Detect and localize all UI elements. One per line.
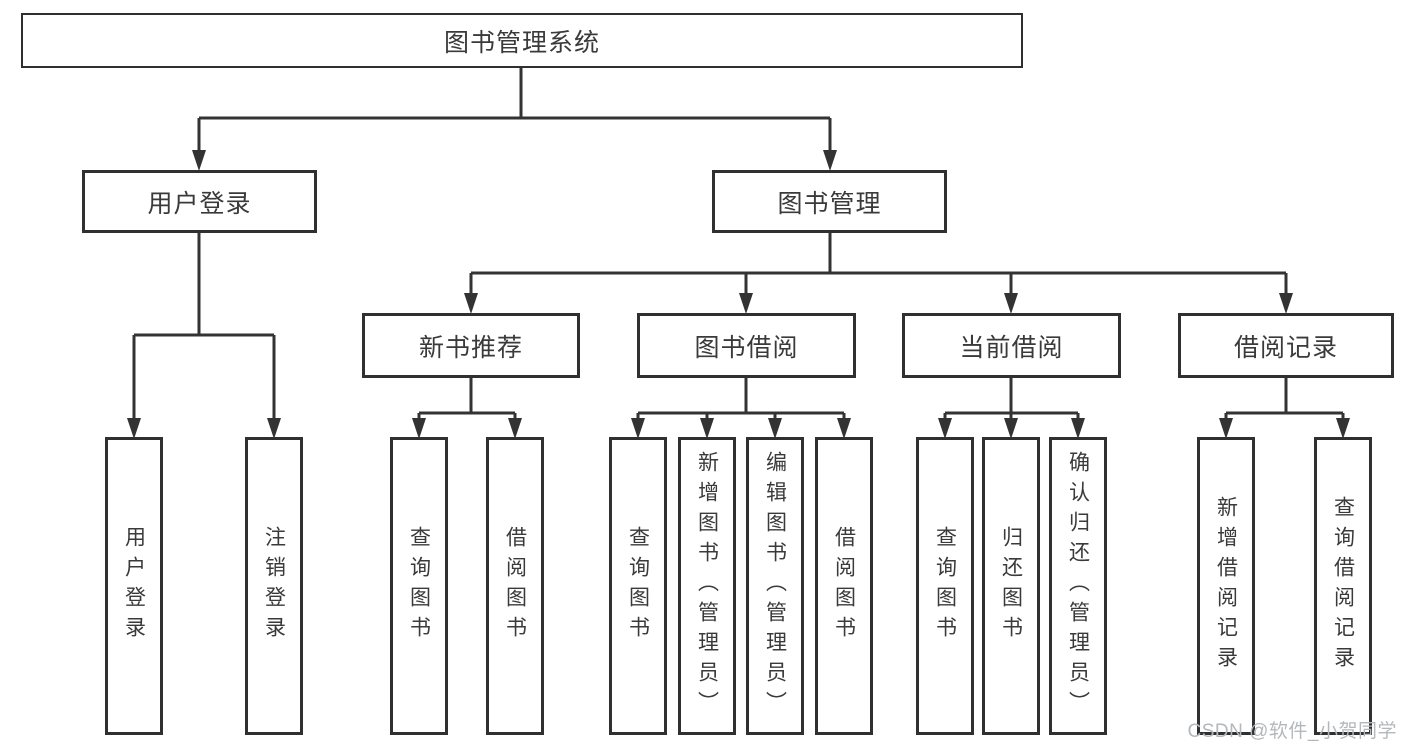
leaf-edit-book-admin: 编辑图书（管理员） [746, 437, 804, 735]
leaf-edit-book-admin-label: 编辑图书（管理员） [763, 451, 787, 721]
csdn-watermark: CSDN @软件_小贺同学 [1187, 721, 1397, 742]
node-new-book-recommend: 新书推荐 [362, 313, 580, 378]
node-current-borrow: 当前借阅 [902, 313, 1121, 378]
node-book-manage-label: 图书管理 [777, 189, 882, 218]
node-root-label: 图书管理系统 [443, 28, 600, 57]
leaf-add-borrow-record-label: 新增借阅记录 [1214, 496, 1238, 676]
leaf-confirm-return-admin: 确认归还（管理员） [1049, 437, 1107, 735]
leaf-logout: 注销登录 [245, 437, 303, 735]
node-root: 图书管理系统 [21, 13, 1023, 68]
node-current-borrow-label: 当前借阅 [959, 333, 1064, 362]
leaf-query-borrow-record: 查询借阅记录 [1314, 437, 1372, 735]
node-borrow-records-label: 借阅记录 [1233, 333, 1338, 362]
node-borrow-records: 借阅记录 [1178, 313, 1394, 378]
leaf-add-borrow-record: 新增借阅记录 [1197, 437, 1255, 735]
node-user-login-label: 用户登录 [147, 189, 252, 218]
leaf-borrow-query-book-label: 查询图书 [626, 526, 650, 646]
leaf-recommend-query-book: 查询图书 [390, 437, 448, 735]
leaf-borrow-book: 借阅图书 [815, 437, 873, 735]
leaf-current-query-book: 查询图书 [916, 437, 974, 735]
leaf-current-query-book-label: 查询图书 [933, 526, 957, 646]
leaf-add-book-admin: 新增图书（管理员） [678, 437, 736, 735]
node-book-manage: 图书管理 [712, 170, 947, 233]
leaf-recommend-borrow-book-label: 借阅图书 [503, 526, 527, 646]
leaf-return-book: 归还图书 [982, 437, 1040, 735]
leaf-add-book-admin-label: 新增图书（管理员） [695, 451, 719, 721]
leaf-query-borrow-record-label: 查询借阅记录 [1331, 496, 1355, 676]
node-new-book-recommend-label: 新书推荐 [418, 333, 523, 362]
leaf-return-book-label: 归还图书 [999, 526, 1023, 646]
leaf-user-login-label: 用户登录 [122, 526, 146, 646]
leaf-logout-label: 注销登录 [262, 526, 286, 646]
leaf-borrow-book-label: 借阅图书 [832, 526, 856, 646]
leaf-user-login: 用户登录 [105, 437, 163, 735]
leaf-borrow-query-book: 查询图书 [609, 437, 667, 735]
leaf-confirm-return-admin-label: 确认归还（管理员） [1066, 451, 1090, 721]
node-book-borrow-label: 图书借阅 [694, 333, 799, 362]
leaf-recommend-query-book-label: 查询图书 [407, 526, 431, 646]
leaf-recommend-borrow-book: 借阅图书 [486, 437, 544, 735]
node-user-login: 用户登录 [82, 170, 317, 233]
node-book-borrow: 图书借阅 [637, 313, 856, 378]
